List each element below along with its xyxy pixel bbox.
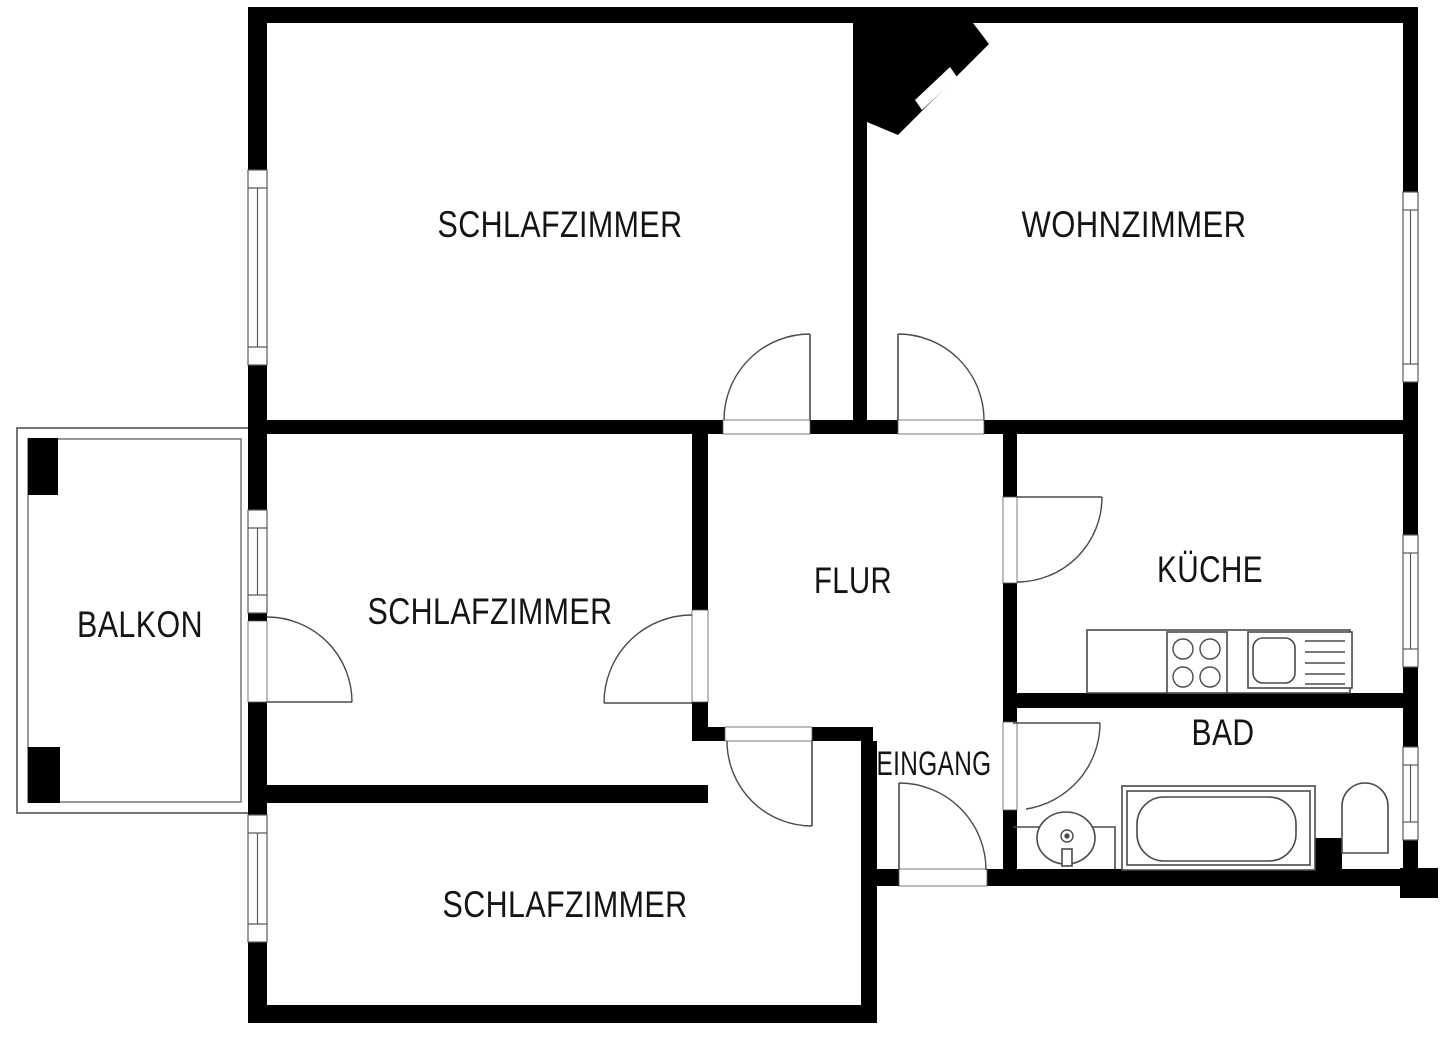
- toilet: [1341, 782, 1389, 854]
- labels-layer: SCHLAFZIMMER WOHNZIMMER BALKON SCHLAFZIMMER…: [77, 204, 1263, 925]
- door-bad: [1013, 722, 1101, 810]
- walls-layer: [248, 7, 1438, 1023]
- opening-wohnzimmer: [897, 419, 985, 435]
- stove-burner: [1199, 638, 1221, 660]
- room-label-wohnzimmer: WOHNZIMMER: [1022, 204, 1247, 245]
- wall-bad-bottom: [987, 869, 1437, 886]
- door-eingang-swing-arc: [898, 782, 987, 871]
- door-schlafzimmer-unten-swing-arc: [726, 740, 813, 827]
- room-label-kueche: KÜCHE: [1157, 549, 1263, 590]
- door-schlafzimmer-top-swing-arc: [723, 333, 811, 421]
- window-schlafzimmer-top: [247, 169, 268, 366]
- stove-burner: [1172, 666, 1194, 688]
- wall-mid-band-2: [810, 420, 898, 434]
- bathtub-basin: [1136, 796, 1297, 862]
- wall-outer-left-1: [248, 7, 267, 170]
- wall-flur-west-1: [692, 434, 708, 610]
- balcony-platform-inner-outline: [27, 438, 242, 803]
- windows-layer: [247, 169, 1419, 943]
- door-wohnzimmer: [897, 333, 985, 421]
- window-kueche: [1402, 534, 1419, 668]
- fixtures-layer: [1013, 629, 1389, 871]
- door-bad-swing-arc: [1025, 722, 1101, 810]
- wall-kueche-west-2: [1003, 583, 1017, 722]
- window-bad: [1402, 746, 1419, 841]
- opening-balkon-tuer: [247, 620, 268, 703]
- door-eingang: [898, 782, 987, 871]
- wall-kueche-west-1: [1003, 420, 1017, 497]
- room-label-schlafzimmer-mitte: SCHLAFZIMMER: [368, 591, 613, 632]
- doors-layer: [266, 333, 1103, 871]
- diagonal-corner-wall-door-slot: [915, 67, 957, 110]
- wall-outer-top: [250, 7, 1418, 23]
- wall-mitte-bottom: [250, 785, 708, 803]
- wall-flur-bottom-1: [692, 727, 725, 741]
- balcony-post: [28, 438, 58, 495]
- kitchen-sink-basin: [1252, 637, 1296, 684]
- door-balkon-swing-arc: [266, 616, 353, 703]
- balcony-post: [28, 747, 60, 803]
- room-label-flur: FLUR: [814, 560, 892, 601]
- window-wohnzimmer: [1402, 191, 1419, 383]
- wall-kueche-bad-divider: [1003, 693, 1403, 708]
- wall-eingang-bottom-stub: [877, 869, 899, 886]
- door-wohnzimmer-swing-arc: [897, 333, 985, 421]
- openings-layer: [247, 419, 1018, 887]
- room-label-balkon: BALKON: [77, 604, 203, 645]
- wall-mid-band-3: [984, 420, 1418, 434]
- wall-outer-left-5: [248, 942, 267, 1023]
- wall-outer-right-1: [1403, 7, 1418, 192]
- wall-kueche-west-3: [1003, 810, 1017, 886]
- door-schlafzimmer-mitte: [603, 614, 693, 704]
- room-label-schlafzimmer-top: SCHLAFZIMMER: [438, 204, 683, 245]
- window-balkon: [247, 509, 268, 614]
- door-schlafzimmer-unten: [726, 740, 813, 827]
- wall-eingang-west: [861, 741, 877, 1023]
- door-balkon: [266, 616, 353, 703]
- opening-schlafzimmer-top: [722, 419, 811, 435]
- opening-schlafzimmer-unten: [724, 726, 813, 742]
- wall-outer-right-2: [1403, 382, 1418, 535]
- door-kueche: [1016, 496, 1103, 583]
- window-schlafzimmer-unten: [247, 814, 268, 943]
- wall-outer-left-3: [248, 613, 267, 621]
- stove-burner: [1172, 638, 1194, 660]
- balcony-layer: [16, 427, 253, 814]
- door-kueche-swing-arc: [1016, 496, 1103, 583]
- wall-outer-left-2: [248, 365, 267, 510]
- wall-divider-top-rooms: [853, 23, 867, 420]
- bath-sink-tap-body: [1061, 848, 1073, 867]
- room-label-bad: BAD: [1192, 712, 1255, 753]
- room-label-eingang: EINGANG: [877, 745, 992, 783]
- door-schlafzimmer-top: [723, 333, 811, 421]
- opening-eingang: [898, 868, 988, 887]
- diagonal-corner-wall: [867, 23, 989, 135]
- room-label-schlafzimmer-unten: SCHLAFZIMMER: [443, 884, 688, 925]
- opening-schlafzimmer-mitte: [691, 609, 709, 703]
- wall-mid-band-1: [250, 420, 723, 434]
- wall-flur-bottom-2: [812, 727, 873, 741]
- stove-burner: [1199, 666, 1221, 688]
- opening-bad: [1002, 721, 1018, 811]
- bath-sink-tap-dot: [1064, 833, 1070, 839]
- door-schlafzimmer-mitte-swing-arc: [603, 614, 693, 704]
- opening-kueche: [1002, 496, 1018, 584]
- wall-outer-right-3: [1403, 667, 1418, 747]
- wall-unten-bottom: [250, 1005, 877, 1023]
